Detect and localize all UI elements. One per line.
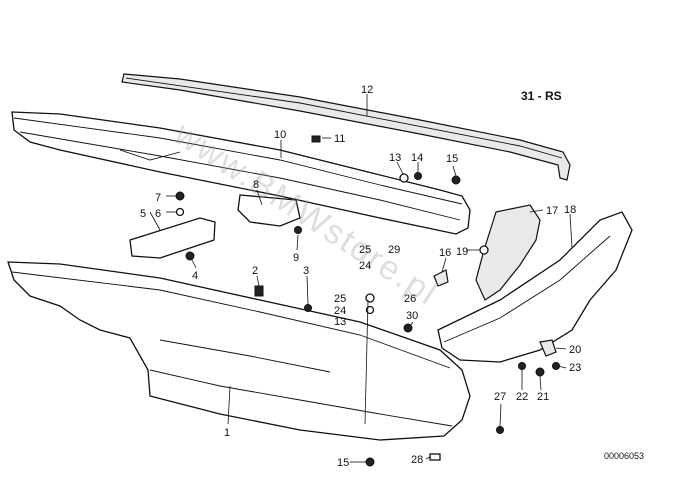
drawing-number: 00006053 <box>604 451 644 461</box>
part-8-bracket <box>237 194 301 227</box>
part-27-screw <box>496 426 504 434</box>
part-12-strip <box>121 73 571 181</box>
part-20-cap <box>539 339 557 357</box>
label-part-17: 17 <box>546 205 558 217</box>
label-part-2: 2 <box>252 265 258 277</box>
label-part-30: 30 <box>406 310 418 322</box>
label-part-24: 24 <box>359 260 371 272</box>
label-part-9: 9 <box>293 252 299 264</box>
label-part-22: 22 <box>516 391 528 403</box>
label-part-29: 29 <box>388 244 400 256</box>
label-part-7: 7 <box>155 192 161 204</box>
label-part-19: 19 <box>456 246 468 258</box>
part-7-screw <box>175 191 185 201</box>
label-part-6: 6 <box>155 208 161 220</box>
label-part-24b: 24 <box>334 305 346 317</box>
part-11-clip <box>311 135 321 143</box>
label-part-14: 14 <box>411 152 423 164</box>
leader-lines <box>149 94 573 463</box>
label-part-25b: 25 <box>334 293 346 305</box>
part-6-washer <box>175 207 185 217</box>
part-28-clip <box>429 453 441 461</box>
section-code: 31 - RS <box>521 89 562 103</box>
part-22-screw <box>518 362 526 370</box>
part-number-labels: 1 2 3 4 5 6 7 8 9 10 11 12 13 14 15 16 1… <box>140 84 581 469</box>
label-part-21: 21 <box>537 391 549 403</box>
label-part-5: 5 <box>140 208 146 220</box>
part-25-nut <box>365 293 375 303</box>
part-2-nut <box>254 285 264 297</box>
label-part-11: 11 <box>334 133 345 145</box>
label-part-15: 15 <box>446 153 458 165</box>
label-part-15b: 15 <box>337 457 349 469</box>
label-part-13: 13 <box>389 152 401 164</box>
part-4-nut <box>185 251 195 261</box>
part-17-bracket <box>475 204 541 301</box>
label-part-25: 25 <box>359 244 371 256</box>
part-14-washer <box>414 172 422 180</box>
label-part-28: 28 <box>411 454 423 466</box>
part-24-washer <box>365 305 375 315</box>
label-part-4: 4 <box>192 270 198 282</box>
part-19-nut <box>479 245 489 255</box>
label-part-3: 3 <box>303 265 309 277</box>
part-21-screw <box>535 367 545 377</box>
part-5-bracket <box>129 217 216 259</box>
label-part-13b: 13 <box>334 316 346 328</box>
hardware <box>175 135 560 467</box>
label-part-16: 16 <box>439 247 451 259</box>
label-part-1: 1 <box>224 427 230 439</box>
part-26-rod <box>364 299 369 425</box>
label-part-27: 27 <box>494 391 506 403</box>
label-part-26: 26 <box>404 293 416 305</box>
label-part-23: 23 <box>569 362 581 374</box>
part-13-nut <box>399 173 409 183</box>
part-15-screw <box>451 175 461 185</box>
part-9-screw <box>294 226 302 234</box>
label-part-8: 8 <box>253 179 259 191</box>
part-10-bumper-beam <box>11 111 471 235</box>
part-18-corner <box>437 211 633 363</box>
part-3-screw <box>304 304 312 312</box>
part-15b-screw <box>365 457 375 467</box>
label-part-10: 10 <box>274 129 286 141</box>
label-part-18: 18 <box>564 204 576 216</box>
label-part-12: 12 <box>361 84 373 96</box>
label-part-20: 20 <box>569 344 581 356</box>
